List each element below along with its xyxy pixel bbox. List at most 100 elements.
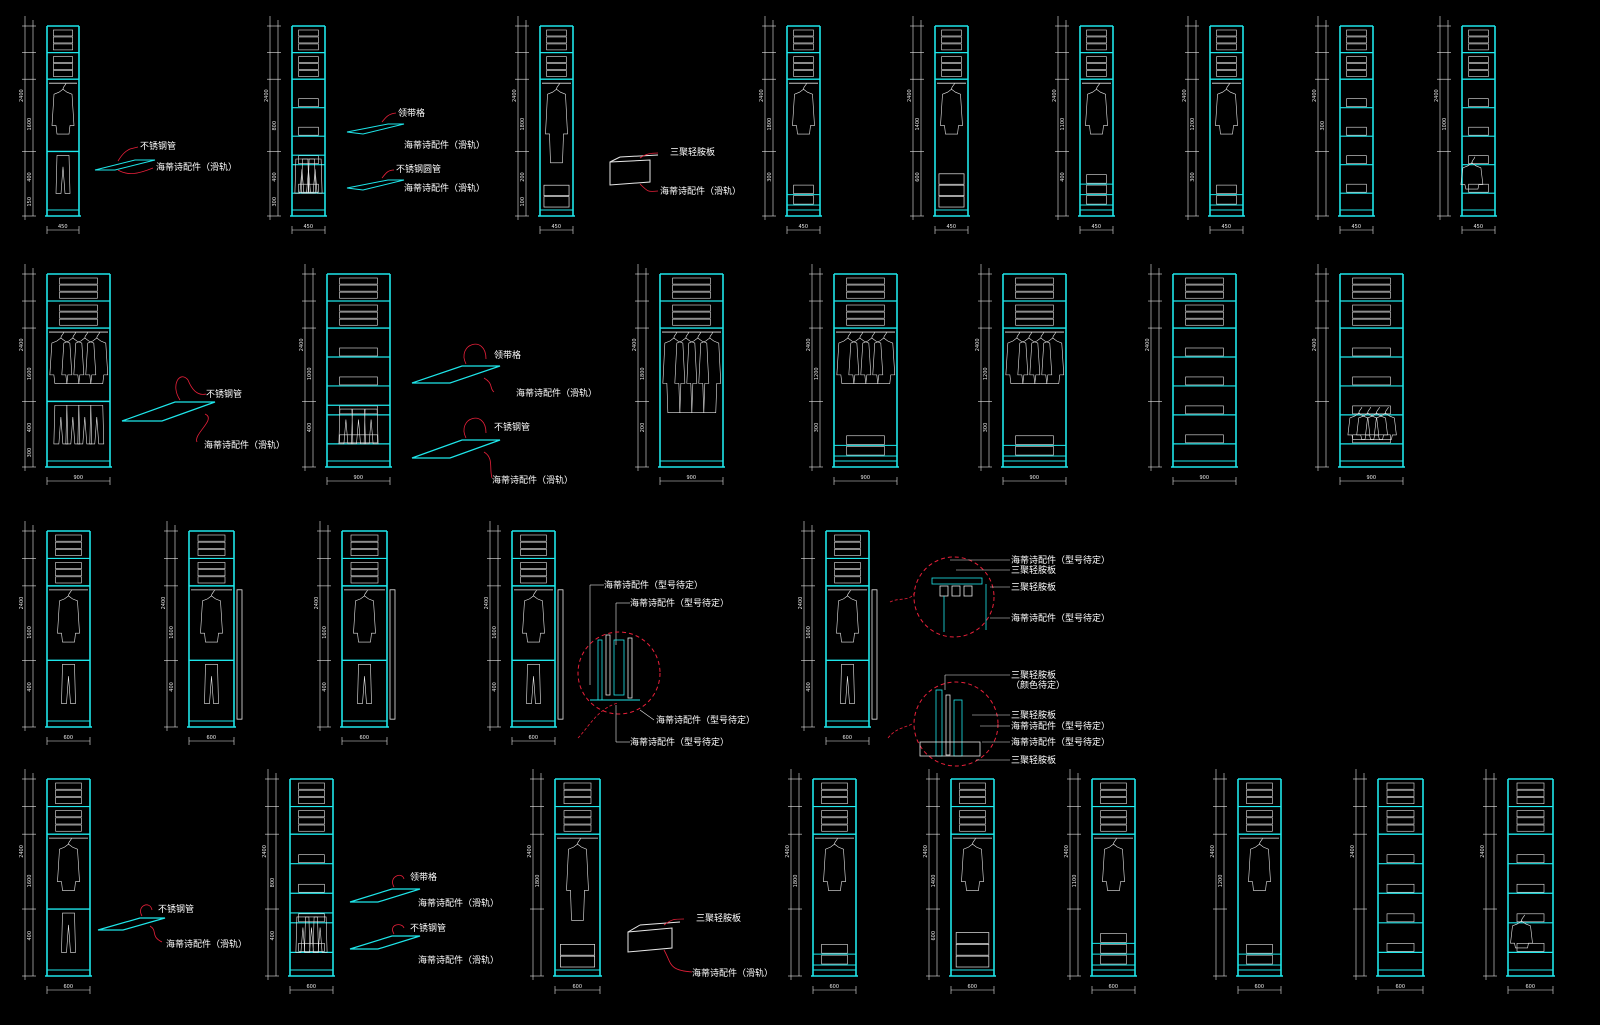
folded-clothes	[834, 576, 861, 584]
folded-clothes	[55, 534, 82, 542]
folded-clothes	[1386, 943, 1415, 952]
width-value: 600	[573, 984, 583, 990]
folded-clothes	[1346, 63, 1367, 70]
folded-clothes	[339, 434, 378, 444]
folded-clothes	[672, 318, 711, 326]
folded-clothes	[1352, 291, 1391, 299]
folded-clothes	[55, 782, 82, 790]
folded-clothes	[959, 810, 986, 818]
folded-clothes	[1100, 782, 1127, 790]
dimension-value: 1000	[1442, 118, 1448, 131]
folded-clothes	[1086, 174, 1107, 184]
folded-clothes	[1468, 56, 1489, 63]
folded-clothes	[846, 291, 885, 299]
folded-clothes	[1346, 70, 1367, 77]
folded-clothes	[941, 29, 962, 37]
callout-tube-tray-r4: 不锈钢管 海蒂诗配件（滑轨）	[97, 903, 247, 950]
dimension-value: 2400	[299, 338, 305, 351]
dimension-value: 150	[27, 197, 33, 207]
label-hettich-tbd: 海蒂诗配件（型号待定）	[1011, 554, 1110, 566]
pants-outline	[312, 916, 328, 953]
width-value: 600	[529, 735, 539, 741]
folded-clothes	[298, 883, 325, 893]
label-hettich-slide: 海蒂诗配件（滑轨）	[692, 967, 773, 979]
folded-clothes	[339, 347, 378, 357]
folded-clothes	[959, 817, 986, 825]
folded-clothes	[1352, 376, 1391, 386]
folded-clothes	[53, 63, 73, 70]
width-value: 600	[64, 735, 74, 741]
dimension-value: 300	[767, 172, 773, 182]
folded-clothes	[1516, 883, 1545, 893]
coat-outline	[1102, 843, 1125, 891]
folded-clothes	[59, 284, 98, 292]
folded-clothes	[1468, 29, 1489, 37]
folded-clothes	[197, 569, 226, 577]
dimension-value: 2400	[264, 89, 270, 102]
folded-clothes	[1100, 810, 1127, 818]
coat-outline	[1365, 412, 1388, 440]
folded-clothes	[350, 549, 379, 556]
label-hettich-slide: 海蒂诗配件（滑轨）	[418, 954, 499, 966]
dimension-value: 400	[27, 423, 33, 433]
hanger-icon	[1016, 331, 1021, 339]
coat-outline	[662, 337, 686, 414]
folded-clothes	[1386, 883, 1415, 893]
folded-clothes	[1185, 347, 1224, 357]
dimension-value: 400	[806, 682, 812, 692]
dimension-value: 2400	[632, 338, 638, 351]
folded-clothes	[834, 562, 861, 569]
folded-clothes	[1386, 797, 1415, 804]
folded-clothes	[834, 541, 861, 549]
width-value: 600	[843, 735, 853, 741]
drawer-front	[955, 955, 990, 968]
folded-clothes	[793, 195, 814, 205]
pants-outline	[840, 664, 855, 704]
label-hettich-slide: 海蒂诗配件（滑轨）	[404, 139, 485, 151]
folded-clothes	[821, 954, 848, 965]
folded-clothes	[546, 36, 567, 44]
label-hettich-tbd: 海蒂诗配件（型号待定）	[1011, 736, 1110, 748]
folded-clothes	[1468, 63, 1489, 70]
folded-clothes	[1516, 817, 1545, 825]
dimension-value: 400	[27, 931, 33, 941]
dimension-value: 400	[270, 931, 276, 941]
hanger-icon	[68, 838, 72, 845]
drawer-front	[938, 173, 965, 185]
dimension-value: 100	[520, 197, 526, 207]
label-hettich-tbd: 海蒂诗配件（型号待定）	[630, 597, 729, 609]
folded-clothes	[793, 43, 814, 51]
folded-clothes	[941, 56, 962, 63]
dimension-value: 1800	[767, 118, 773, 131]
dimension-value: 1000	[307, 367, 313, 380]
folded-clothes	[520, 541, 547, 549]
pants-outline	[307, 158, 323, 194]
dimension-value: 2400	[1312, 338, 1318, 351]
pants-outline	[61, 664, 76, 704]
folded-clothes	[846, 435, 885, 445]
folded-clothes	[339, 405, 378, 415]
width-value: 450	[304, 224, 314, 230]
coat-outline	[792, 88, 815, 135]
width-value: 900	[861, 475, 871, 481]
callout-tube-tray-r2: 不锈钢管 海蒂诗配件（滑轨）	[121, 376, 285, 451]
folded-clothes	[520, 534, 547, 542]
folded-clothes	[1516, 854, 1545, 864]
dimension-value: 1600	[27, 875, 33, 888]
width-value: 450	[1222, 224, 1232, 230]
coat-outline	[1215, 88, 1238, 135]
folded-clothes	[672, 311, 711, 319]
drawer-front	[955, 944, 990, 956]
folded-clothes	[59, 318, 98, 326]
folded-clothes	[339, 304, 378, 312]
folded-clothes	[1015, 311, 1054, 319]
folded-clothes	[1086, 195, 1107, 205]
callout-drawer-r1: 三聚轻胺板 海蒂诗配件（滑轨）	[609, 146, 741, 197]
dimension-value: 400	[272, 172, 278, 182]
